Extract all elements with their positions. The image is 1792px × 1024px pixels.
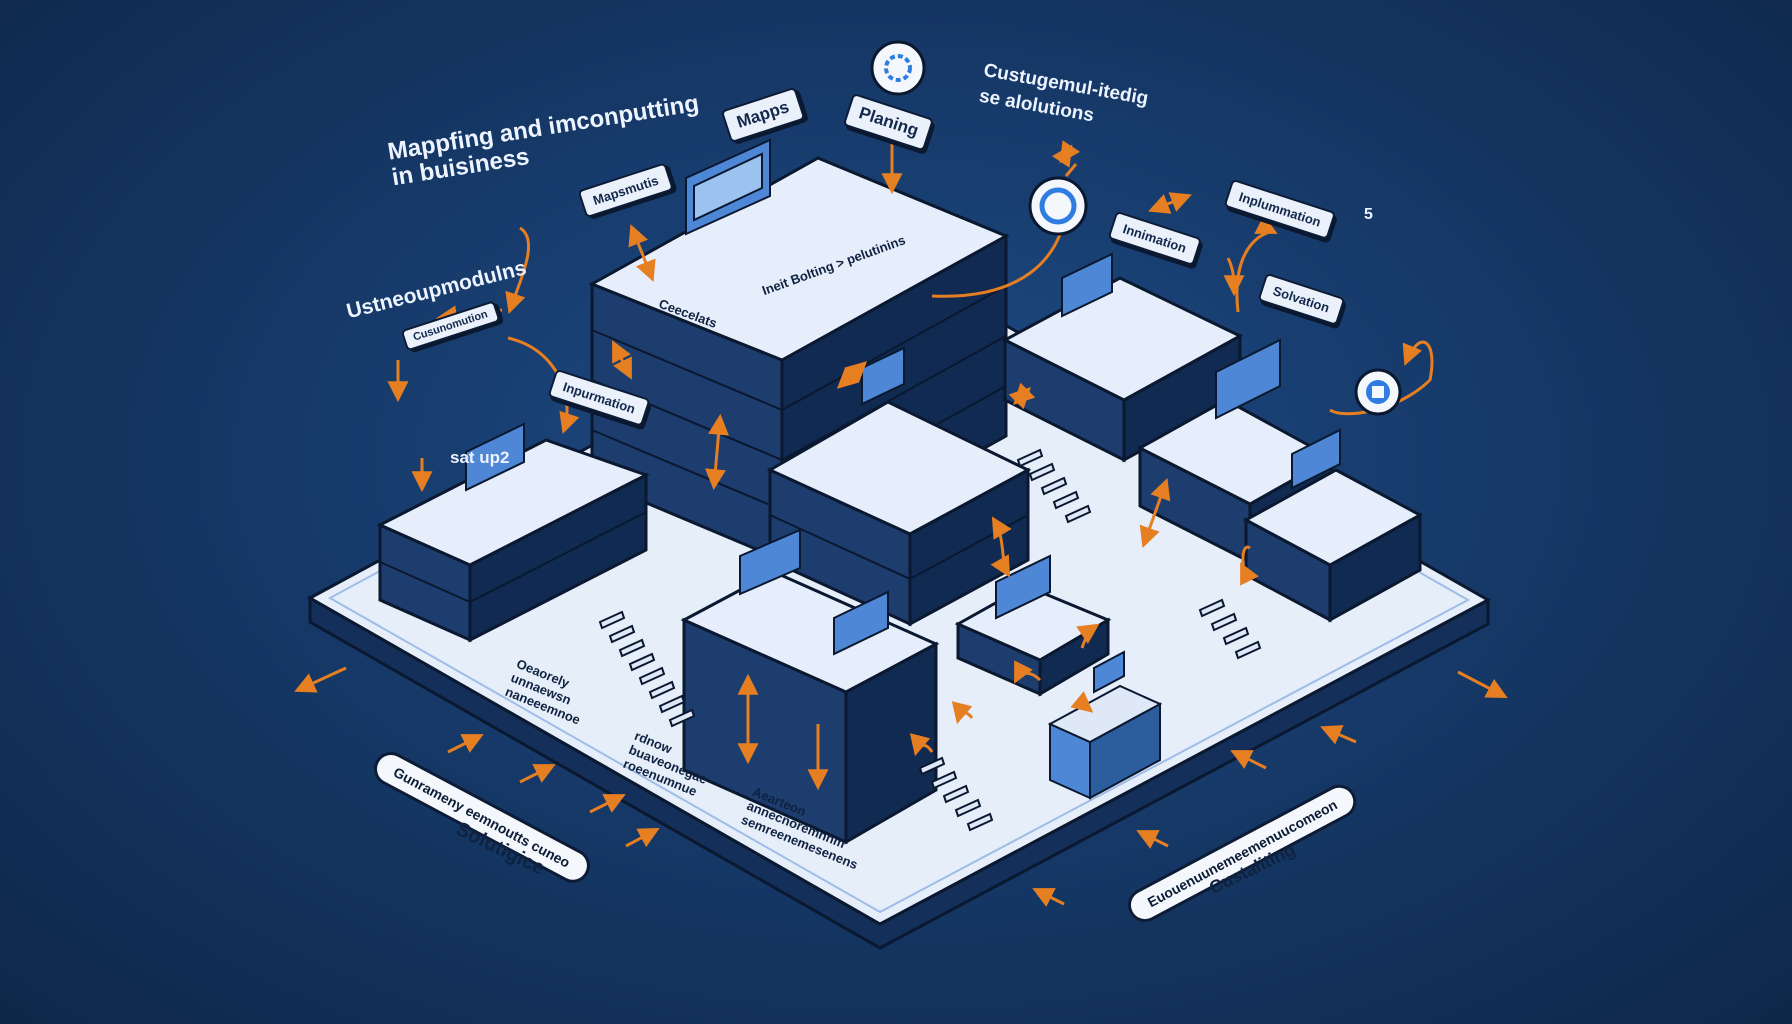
server-cabinet [1047, 684, 1163, 800]
platform-center [766, 400, 1032, 627]
staircase-icon [598, 448, 1262, 832]
platform-implementation [1242, 468, 1424, 623]
cycle-icon [1028, 176, 1088, 236]
step-two-label: sat up2 [450, 448, 510, 467]
gear-icon [870, 40, 926, 96]
workstation-icon [465, 138, 1341, 694]
target-icon [1354, 368, 1402, 416]
flow-arrows [294, 120, 1508, 907]
platform-setup [376, 438, 650, 643]
page-number: 5 [1364, 206, 1373, 223]
platform-lower-center [680, 570, 940, 845]
